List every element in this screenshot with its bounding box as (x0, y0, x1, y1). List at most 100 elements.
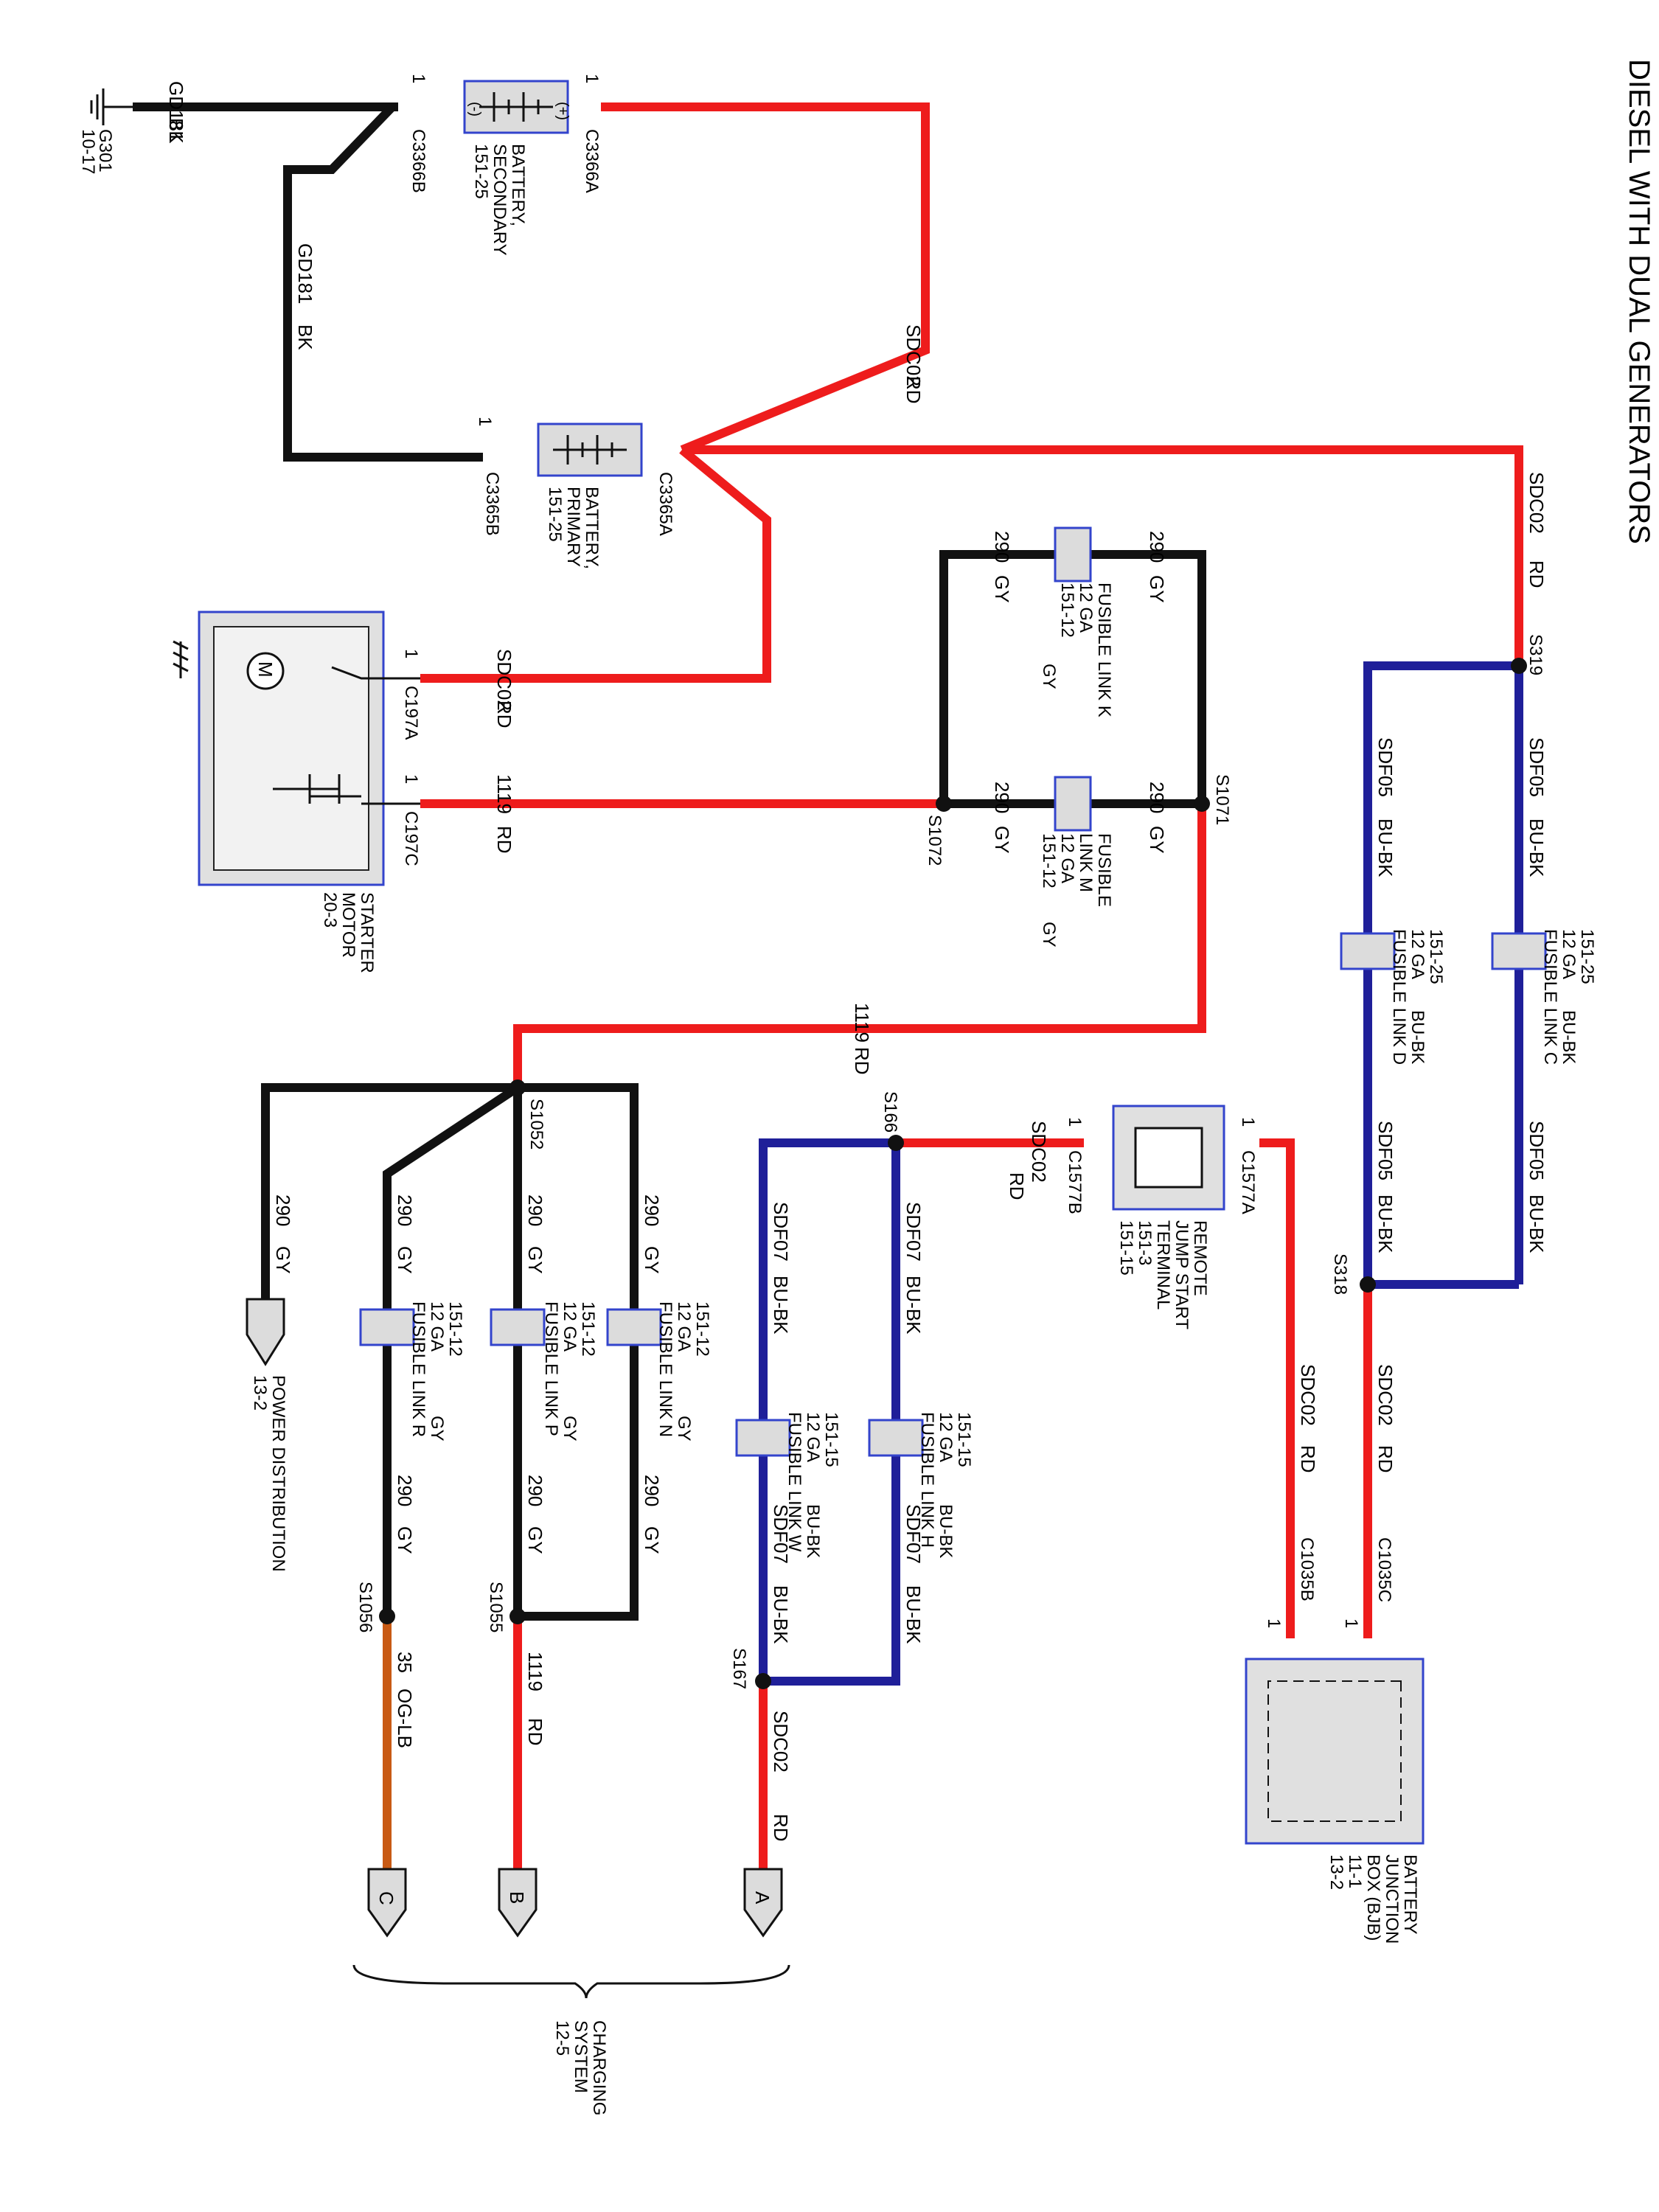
label-sdc02-main: SDC02 (1526, 472, 1548, 534)
fuse-m-label-1: FUSIBLE (1094, 833, 1114, 907)
label-290-r-upper: 290 (394, 1194, 416, 1226)
bjb-label-1: BATTERY (1400, 1854, 1420, 1934)
terminal-c: C (367, 1868, 407, 1938)
wire-290-branch-n (518, 1083, 639, 1621)
fuse-h-color: BU-BK (936, 1504, 956, 1558)
battery-secondary-label-3: 151-25 (471, 144, 491, 199)
terminal-arrow-icon (246, 1298, 285, 1366)
starter-ground-icon (173, 640, 189, 678)
wire-sdf07-w (759, 1138, 896, 1681)
terminal-c-label: C (375, 1891, 397, 1905)
starter-label-2: MOTOR (338, 892, 358, 958)
diagram-canvas: DIESEL WITH DUAL GENERATORS G301 10-17 (… (78, 59, 1655, 2115)
power-dist-label-2: 13-2 (250, 1375, 270, 1411)
starter-label-3: 20-3 (320, 892, 340, 928)
wire-290-branch-power (261, 1083, 518, 1299)
pin-c1577b: 1 (1065, 1117, 1085, 1127)
fuse-d-color: BU-BK (1408, 1010, 1427, 1064)
fuse-d-label-1: FUSIBLE LINK D (1389, 929, 1409, 1065)
splice-s1056: S1056 (355, 1582, 375, 1632)
wires (133, 102, 1523, 1869)
fuse-k-label-2: 12 GA (1076, 582, 1096, 633)
label-1119-mid: 1119 (851, 1003, 873, 1043)
splice-s1071-dot (1194, 796, 1210, 812)
label-rd-a: RD (770, 1814, 792, 1842)
label-35-c: 35 (394, 1652, 416, 1673)
starter-label-1: STARTER (357, 892, 377, 973)
fuse-k-color: GY (1039, 664, 1059, 689)
fuse-p-label-1: FUSIBLE LINK P (541, 1301, 561, 1436)
splice-s1072-dot (936, 796, 952, 812)
pin-c1577a: 1 (1238, 1117, 1258, 1127)
fusible-link-w: FUSIBLE LINK W 12 GA 151-15 BU-BK (735, 1412, 841, 1558)
charging-brace-icon (352, 1964, 790, 1999)
fuse-w-label-3: 151-15 (821, 1412, 841, 1467)
wire-1119-s1052 (513, 804, 1206, 1088)
label-290-n-lower: 290 (641, 1475, 663, 1506)
label-gy-power: GY (272, 1246, 294, 1274)
battery-primary-label-2: PRIMARY (563, 487, 583, 567)
label-sdc02-upper: SDC02 (902, 324, 925, 386)
battery-secondary-icon (479, 92, 553, 122)
fuse-w-label-1: FUSIBLE LINK W (785, 1412, 804, 1552)
label-290-r-lower: 290 (394, 1475, 416, 1506)
remote-jump-start-terminal: REMOTE JUMP START TERMINAL 151-3 151-15 (1112, 1105, 1225, 1329)
splice-s318: S318 (1330, 1253, 1350, 1295)
connector-c1577b: C1577B (1065, 1150, 1085, 1214)
fuse-k-label-3: 151-12 (1057, 582, 1077, 638)
fuse-r-color: GY (427, 1416, 447, 1441)
power-dist-label-1: POWER DISTRIBUTION (268, 1375, 288, 1572)
fuse-m-label-3: 12 GA (1057, 833, 1077, 883)
ground-ref: 10-17 (78, 129, 98, 174)
remote-jump-label-4: 151-3 (1135, 1220, 1155, 1265)
label-sdf07-w-lower: SDF07 (770, 1504, 792, 1564)
fuse-m-color: GY (1039, 922, 1059, 947)
splice-s167-dot (755, 1673, 771, 1689)
connector-c3365a: C3365A (655, 472, 675, 536)
fusible-link-c: FUSIBLE LINK C 12 GA 151-25 BU-BK (1491, 929, 1597, 1065)
fuse-n-label-2: 12 GA (674, 1301, 694, 1352)
remote-jump-label-3: TERMINAL (1153, 1220, 1173, 1310)
wire-sdc02-batteries (601, 102, 930, 454)
motor-icon (246, 652, 285, 690)
fusible-link-k: FUSIBLE LINK K 12 GA 151-12 GY (1039, 526, 1114, 717)
label-290-m-left: 290 (991, 782, 1013, 813)
terminal-b-icon (498, 1868, 538, 1938)
pin-c197c: 1 (401, 774, 421, 784)
battery-primary-label-1: BATTERY, (582, 487, 602, 569)
label-rd-jump: RD (1006, 1172, 1028, 1200)
label-bubk-d-lower: BU-BK (1374, 1194, 1397, 1253)
fuse-m-label-4: 151-12 (1039, 833, 1059, 888)
fuse-n-label-1: FUSIBLE LINK N (655, 1301, 675, 1437)
label-rd-starter: RD (493, 700, 515, 728)
label-sdf05-c-lower: SDF05 (1526, 1121, 1548, 1180)
label-gy-n-upper: GY (641, 1246, 663, 1274)
connector-c3366b: C3366B (408, 129, 428, 193)
battery-secondary-label-1: BATTERY, (508, 144, 528, 226)
pin-c3365b: 1 (475, 417, 495, 426)
fuse-w-color: BU-BK (803, 1504, 823, 1558)
label-gd181-top: GD181 (165, 81, 187, 142)
label-bk-top: BK (165, 118, 187, 144)
charging-label-2: SYSTEM (571, 2020, 591, 2093)
fusible-link-r: FUSIBLE LINK R 12 GA 151-12 GY (359, 1301, 465, 1441)
wire-290-branch-r (383, 1083, 521, 1616)
label-bubk-h-lower: BU-BK (902, 1585, 925, 1644)
battery-secondary-minus: (-) (467, 102, 483, 116)
fusible-link-n: FUSIBLE LINK N 12 GA 151-12 GY (606, 1301, 712, 1441)
fuse-c-label-1: FUSIBLE LINK C (1540, 929, 1560, 1065)
terminal-c-icon (367, 1868, 407, 1938)
label-rd-upper: RD (902, 376, 925, 404)
label-290-p-upper: 290 (524, 1194, 546, 1226)
power-distribution-terminal: POWER DISTRIBUTION 13-2 (246, 1298, 288, 1572)
splice-s1055-dot (509, 1608, 526, 1624)
ground-name: G301 (95, 129, 115, 173)
ground-icon (90, 88, 133, 125)
label-rd-1119-starter: RD (493, 826, 515, 854)
fuse-h-label-2: 12 GA (936, 1412, 956, 1462)
bjb-label-5: 13-2 (1326, 1854, 1346, 1890)
splice-s1055: S1055 (486, 1582, 506, 1632)
label-bubk-h-upper: BU-BK (902, 1276, 925, 1335)
fuse-w-label-2: 12 GA (803, 1412, 823, 1462)
